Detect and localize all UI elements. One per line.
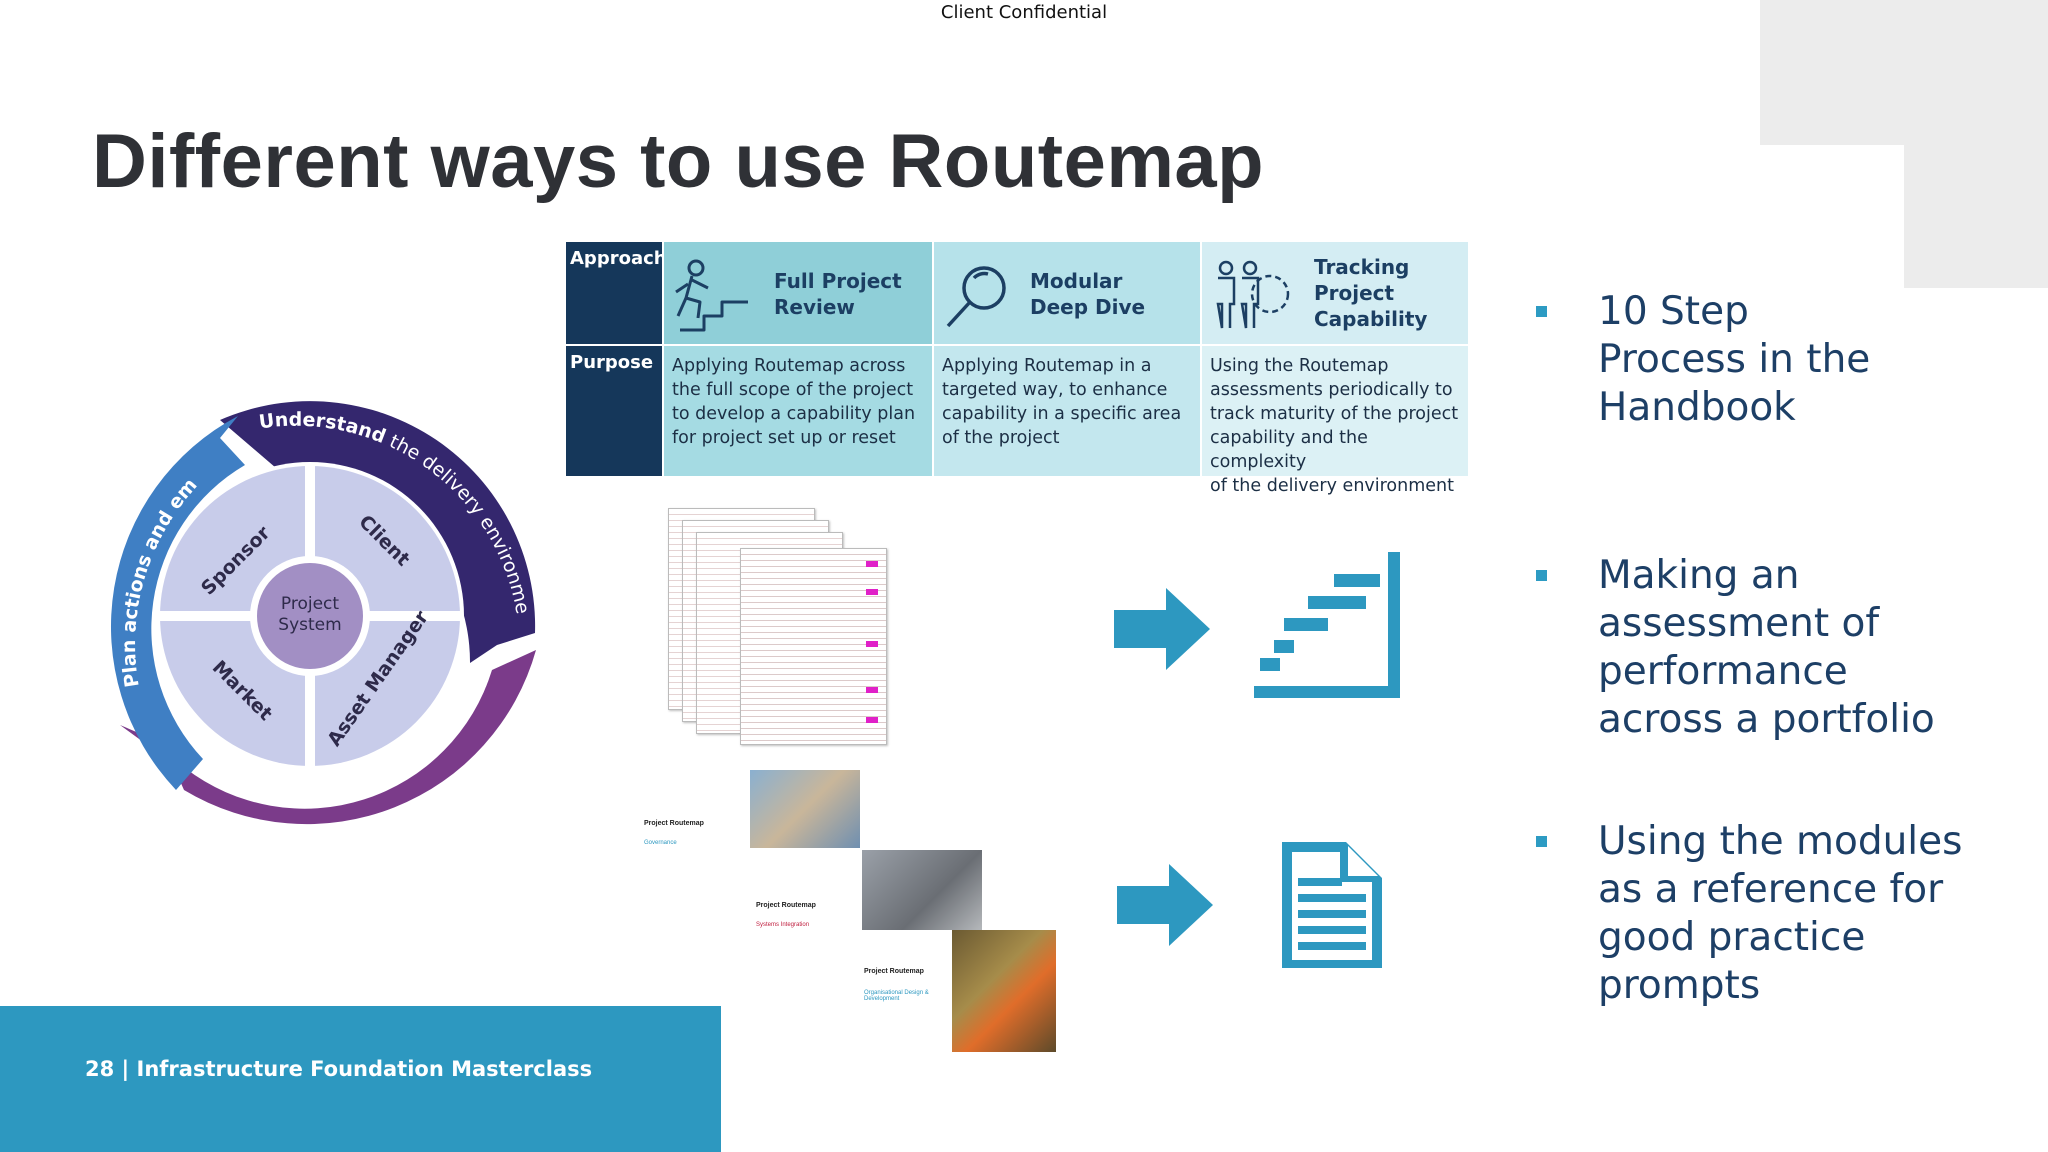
corner-decoration [1760, 0, 2048, 145]
approach-label: Approach [566, 242, 667, 344]
magnifier-icon [946, 266, 1006, 328]
footer-separator: | [114, 1057, 137, 1081]
footer-text: 28 | Infrastructure Foundation Mastercla… [85, 1057, 592, 1081]
people-gear-icon [1216, 260, 1290, 329]
staircase-icon [1254, 552, 1400, 698]
sheet-page-front [740, 548, 887, 745]
center-label-1: Project [281, 594, 339, 614]
document-cover: Project Routemap Governance [640, 770, 860, 880]
document-icon [1282, 842, 1382, 968]
identify-arrow [120, 650, 536, 825]
assessment-sheets [668, 508, 888, 745]
purpose-label: Purpose [566, 346, 662, 476]
page-number: 28 [85, 1057, 115, 1081]
stairs-climber-icon [675, 259, 748, 332]
arrow-right-icon [1117, 864, 1213, 946]
footer-title: Infrastructure Foundation Masterclass [136, 1057, 593, 1081]
bullet-marker [1536, 306, 1547, 317]
routemap-documents: Project Routemap Governance Project Rout… [640, 770, 1060, 1054]
center-circle [257, 563, 363, 669]
document-cover: Project Routemap Organisational Design &… [852, 930, 1056, 1052]
routemap-cycle-diagram: Project System Sponsor Client Asset Mana… [80, 380, 536, 825]
footer-bar [0, 1006, 721, 1152]
confidential-label: Client Confidential [940, 2, 1108, 23]
slide-title: Different ways to use Routemap [92, 119, 1265, 204]
corner-decoration-step [1904, 145, 2048, 288]
bullet-marker [1536, 836, 1547, 847]
plan-arrow [110, 416, 245, 790]
center-label-2: System [278, 615, 341, 635]
bullet-marker [1536, 570, 1547, 581]
arrow-right-icon [1114, 588, 1210, 670]
